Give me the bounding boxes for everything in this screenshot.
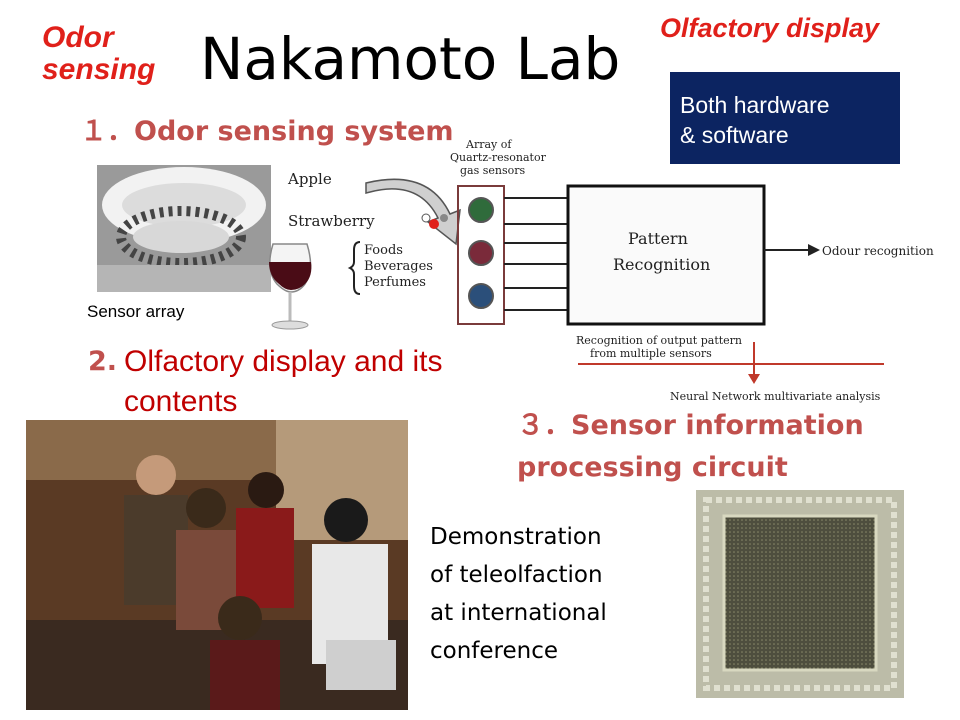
foods-label: Foods [364, 243, 403, 258]
conference-demo-photo [26, 420, 408, 710]
odor-sensing-tag: Odor sensing [42, 21, 156, 86]
sensor-array-photo [97, 165, 271, 292]
neural-network-label: Neural Network multivariate analysis [670, 390, 881, 403]
arrow-right-icon [808, 244, 820, 256]
section-2-number: 2. [88, 346, 118, 377]
array-label-line-2: Quartz-resonator [450, 151, 547, 164]
section-1-heading: １．Odor sensing system [80, 116, 454, 147]
wine-glass-image [255, 240, 325, 332]
section-3-heading: ３．Sensor information processing circuit [517, 410, 864, 483]
circuit-chip-image [696, 490, 904, 698]
strawberry-label: Strawberry [288, 212, 375, 230]
sample-arrow-icon [365, 178, 461, 246]
sensor-frame [457, 185, 505, 325]
hardware-software-box: Both hardware & software [670, 72, 900, 164]
sensor-red [468, 240, 494, 266]
array-label-line-1: Array of [465, 138, 512, 151]
pattern-label: Pattern [628, 229, 688, 248]
sensor-green [468, 197, 494, 223]
array-label-line-3: gas sensors [460, 164, 526, 177]
perfumes-label: Perfumes [364, 275, 426, 290]
odor-sensing-diagram: Apple Strawberry Foods Beverages Perfume… [278, 138, 940, 408]
molecule-icon [429, 219, 439, 229]
sensor-blue [468, 283, 494, 309]
beverages-label: Beverages [364, 259, 433, 274]
output-pattern-line-2: from multiple sensors [590, 347, 712, 360]
pattern-recognition-box [566, 184, 766, 326]
sensor-array-caption: Sensor array [87, 302, 185, 321]
page-title: Nakamoto Lab [200, 25, 621, 93]
section-2-heading: Olfactory display and its contents [124, 345, 443, 418]
output-pattern-line-1: Recognition of output pattern [576, 334, 742, 347]
apple-label: Apple [287, 170, 332, 188]
olfactory-display-tag: Olfactory display [660, 13, 880, 43]
arrow-down-icon [748, 374, 760, 384]
odour-recognition-label: Odour recognition [822, 244, 934, 258]
demo-caption: Demonstration of teleolfaction at intern… [430, 524, 607, 664]
recognition-label: Recognition [613, 255, 710, 274]
